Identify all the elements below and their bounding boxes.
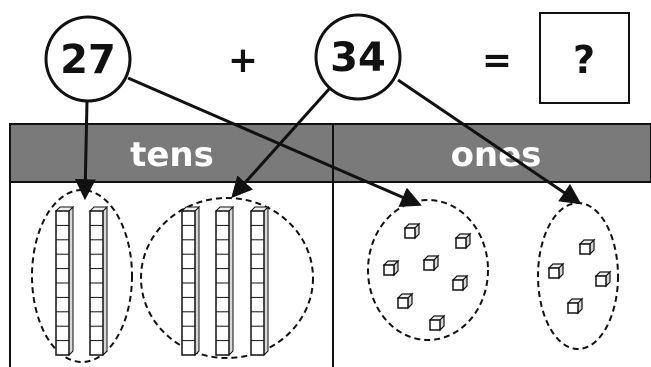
- base-ten-blocks: [54, 205, 612, 357]
- second-addend-number: 34: [330, 35, 386, 81]
- second-addend-circle: [314, 13, 402, 101]
- arrow-34-to-ones: [397, 78, 582, 205]
- ones-cube: [578, 238, 596, 256]
- ones-group-first-oval: [367, 199, 489, 341]
- ones-cube: [566, 297, 584, 315]
- header-ones-cell: [332, 123, 651, 183]
- arrow-27-to-ones: [127, 76, 422, 207]
- tens-rod: [54, 205, 75, 357]
- arrow-27-to-tens: [74, 100, 96, 201]
- arrow-34-to-tens: [231, 86, 332, 199]
- tens-rod: [88, 205, 109, 357]
- tens-rod: [180, 205, 201, 357]
- answer-placeholder: ?: [573, 38, 595, 82]
- tens-rod: [249, 205, 270, 357]
- ones-cube: [454, 232, 472, 250]
- ones-cube: [382, 259, 400, 277]
- tens-group-first-oval: [31, 189, 133, 363]
- tens-group-second-oval: [140, 197, 314, 359]
- ones-cube: [451, 274, 469, 292]
- ones-cube: [547, 262, 565, 280]
- first-addend-circle: [44, 15, 132, 103]
- ones-cube: [428, 314, 446, 332]
- tens-rod: [214, 205, 235, 357]
- plus-sign: +: [228, 40, 258, 81]
- header-tens-label: tens: [130, 135, 214, 175]
- ones-cube: [396, 292, 414, 310]
- ones-cube: [422, 254, 440, 272]
- answer-box: [539, 12, 630, 104]
- ones-cube: [403, 222, 421, 240]
- ones-cube: [594, 270, 612, 288]
- first-addend-number: 27: [60, 37, 116, 83]
- equals-sign: =: [482, 40, 512, 81]
